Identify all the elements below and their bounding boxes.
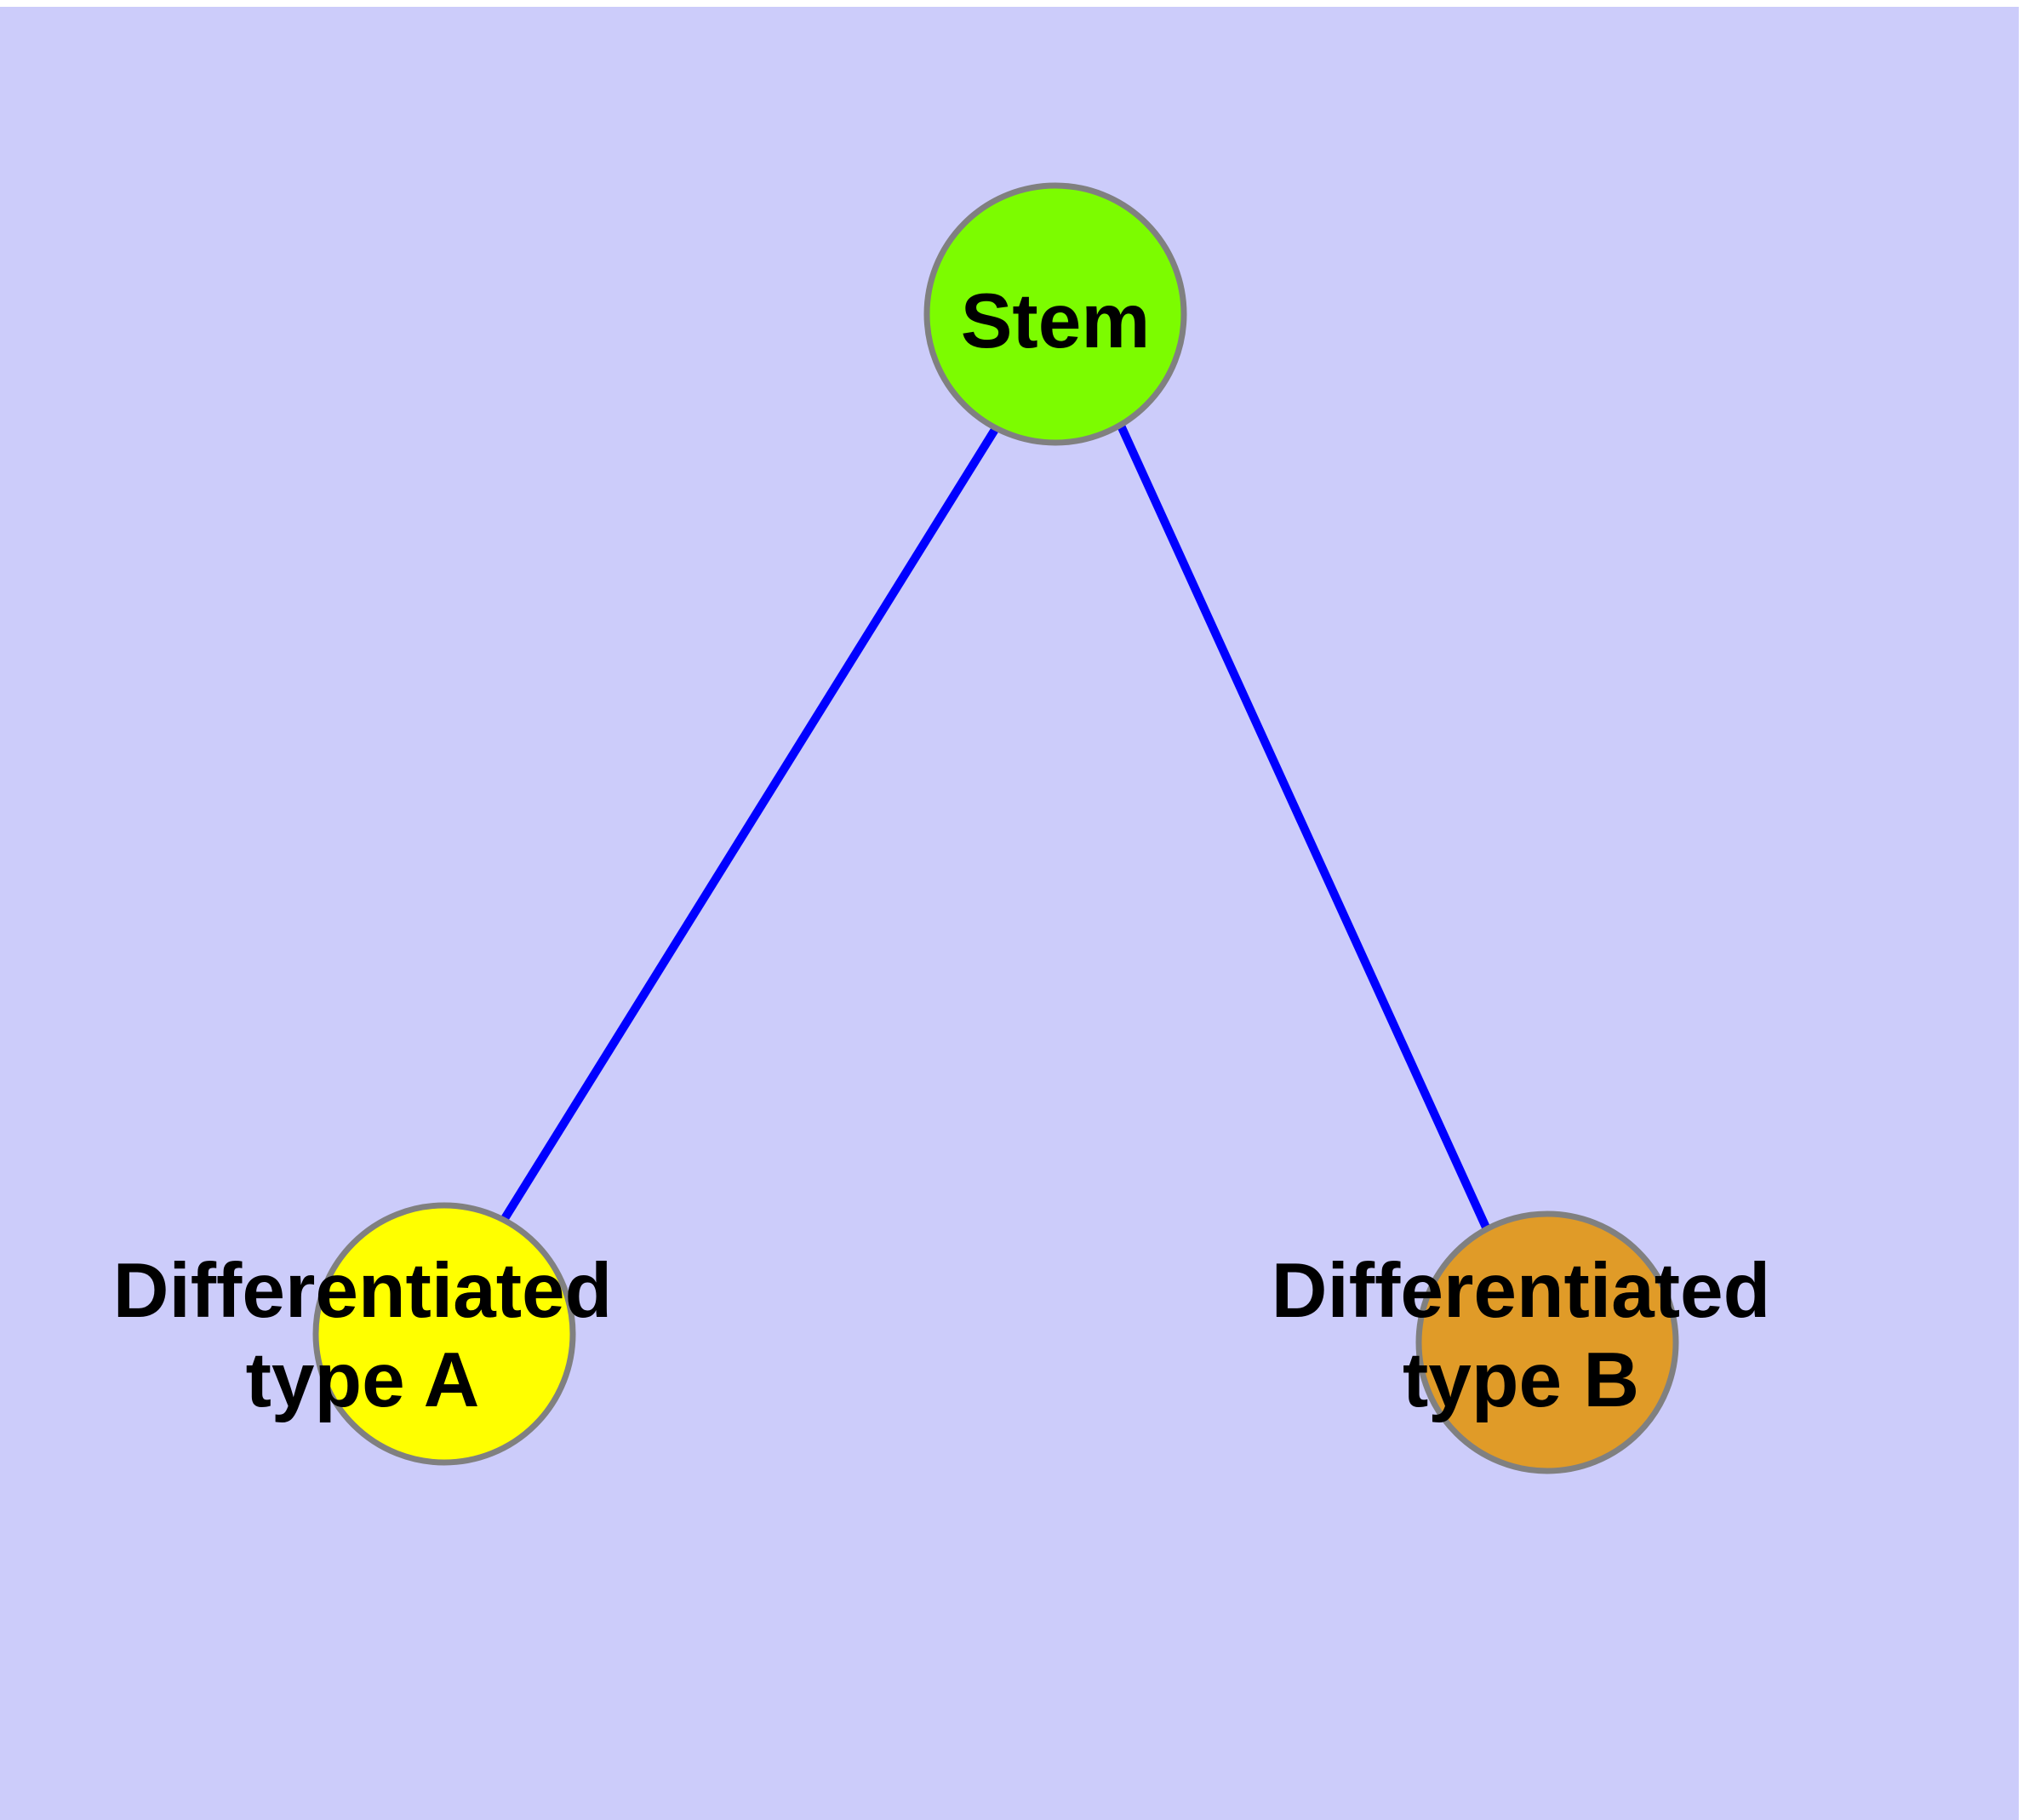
node-stem[interactable]: Stem xyxy=(923,182,1187,446)
edge-group xyxy=(500,423,1491,1232)
node-label-group: Differentiated type A Differentiated typ… xyxy=(113,1248,1771,1423)
node-differentiated-type-a-label-line1: Differentiated xyxy=(113,1248,613,1334)
node-differentiated-type-a[interactable] xyxy=(312,1202,576,1466)
node-stem-label: Stem xyxy=(961,278,1151,364)
edge-stem-to-differentiated-type-b[interactable] xyxy=(1117,423,1491,1232)
node-differentiated-type-a-label-line2: type A xyxy=(246,1337,480,1423)
node-differentiated-type-b[interactable] xyxy=(1415,1210,1679,1474)
node-differentiated-type-b-label-line2: type B xyxy=(1403,1337,1639,1423)
edge-stem-to-differentiated-type-a[interactable] xyxy=(500,426,1000,1222)
node-differentiated-type-b-label-line1: Differentiated xyxy=(1272,1248,1771,1334)
node-stem-circle[interactable] xyxy=(923,182,1187,446)
node-group: Stem xyxy=(312,182,1679,1474)
node-differentiated-type-b-circle[interactable] xyxy=(1415,1210,1679,1474)
node-differentiated-type-a-circle[interactable] xyxy=(312,1202,576,1466)
